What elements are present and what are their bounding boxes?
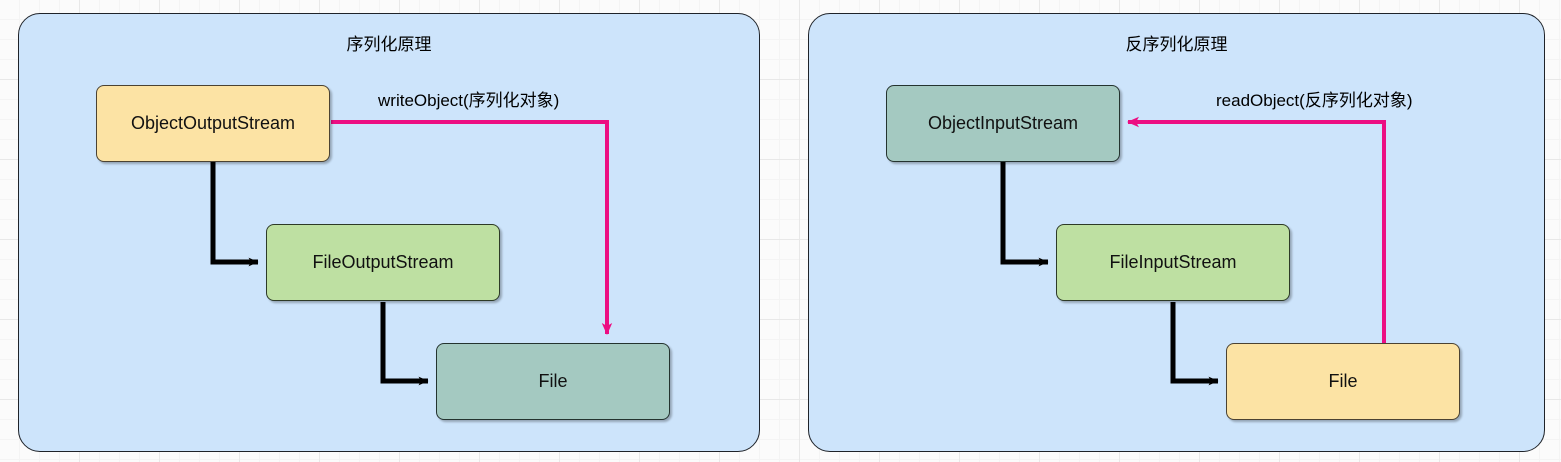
- panel-serialization-title: 序列化原理: [346, 35, 432, 54]
- node-object-output-stream[interactable]: ObjectOutputStream: [96, 85, 330, 162]
- node-file-serialization[interactable]: File: [436, 343, 670, 420]
- node-file-output-stream[interactable]: FileOutputStream: [266, 224, 500, 301]
- node-file-input-stream[interactable]: FileInputStream: [1056, 224, 1290, 301]
- edge-label-read-object: readObject(反序列化对象): [1216, 91, 1413, 110]
- node-label: FileInputStream: [1109, 251, 1237, 272]
- node-label: ObjectOutputStream: [130, 112, 296, 133]
- node-label: FileOutputStream: [312, 251, 454, 272]
- edge-label-write-object: writeObject(序列化对象): [378, 91, 560, 110]
- node-label: File: [538, 370, 568, 391]
- node-file-deserialization[interactable]: File: [1226, 343, 1460, 420]
- node-label: ObjectInputStream: [927, 112, 1079, 133]
- node-object-input-stream[interactable]: ObjectInputStream: [886, 85, 1120, 162]
- node-label: File: [1328, 370, 1358, 391]
- panel-deserialization-title: 反序列化原理: [1125, 35, 1228, 54]
